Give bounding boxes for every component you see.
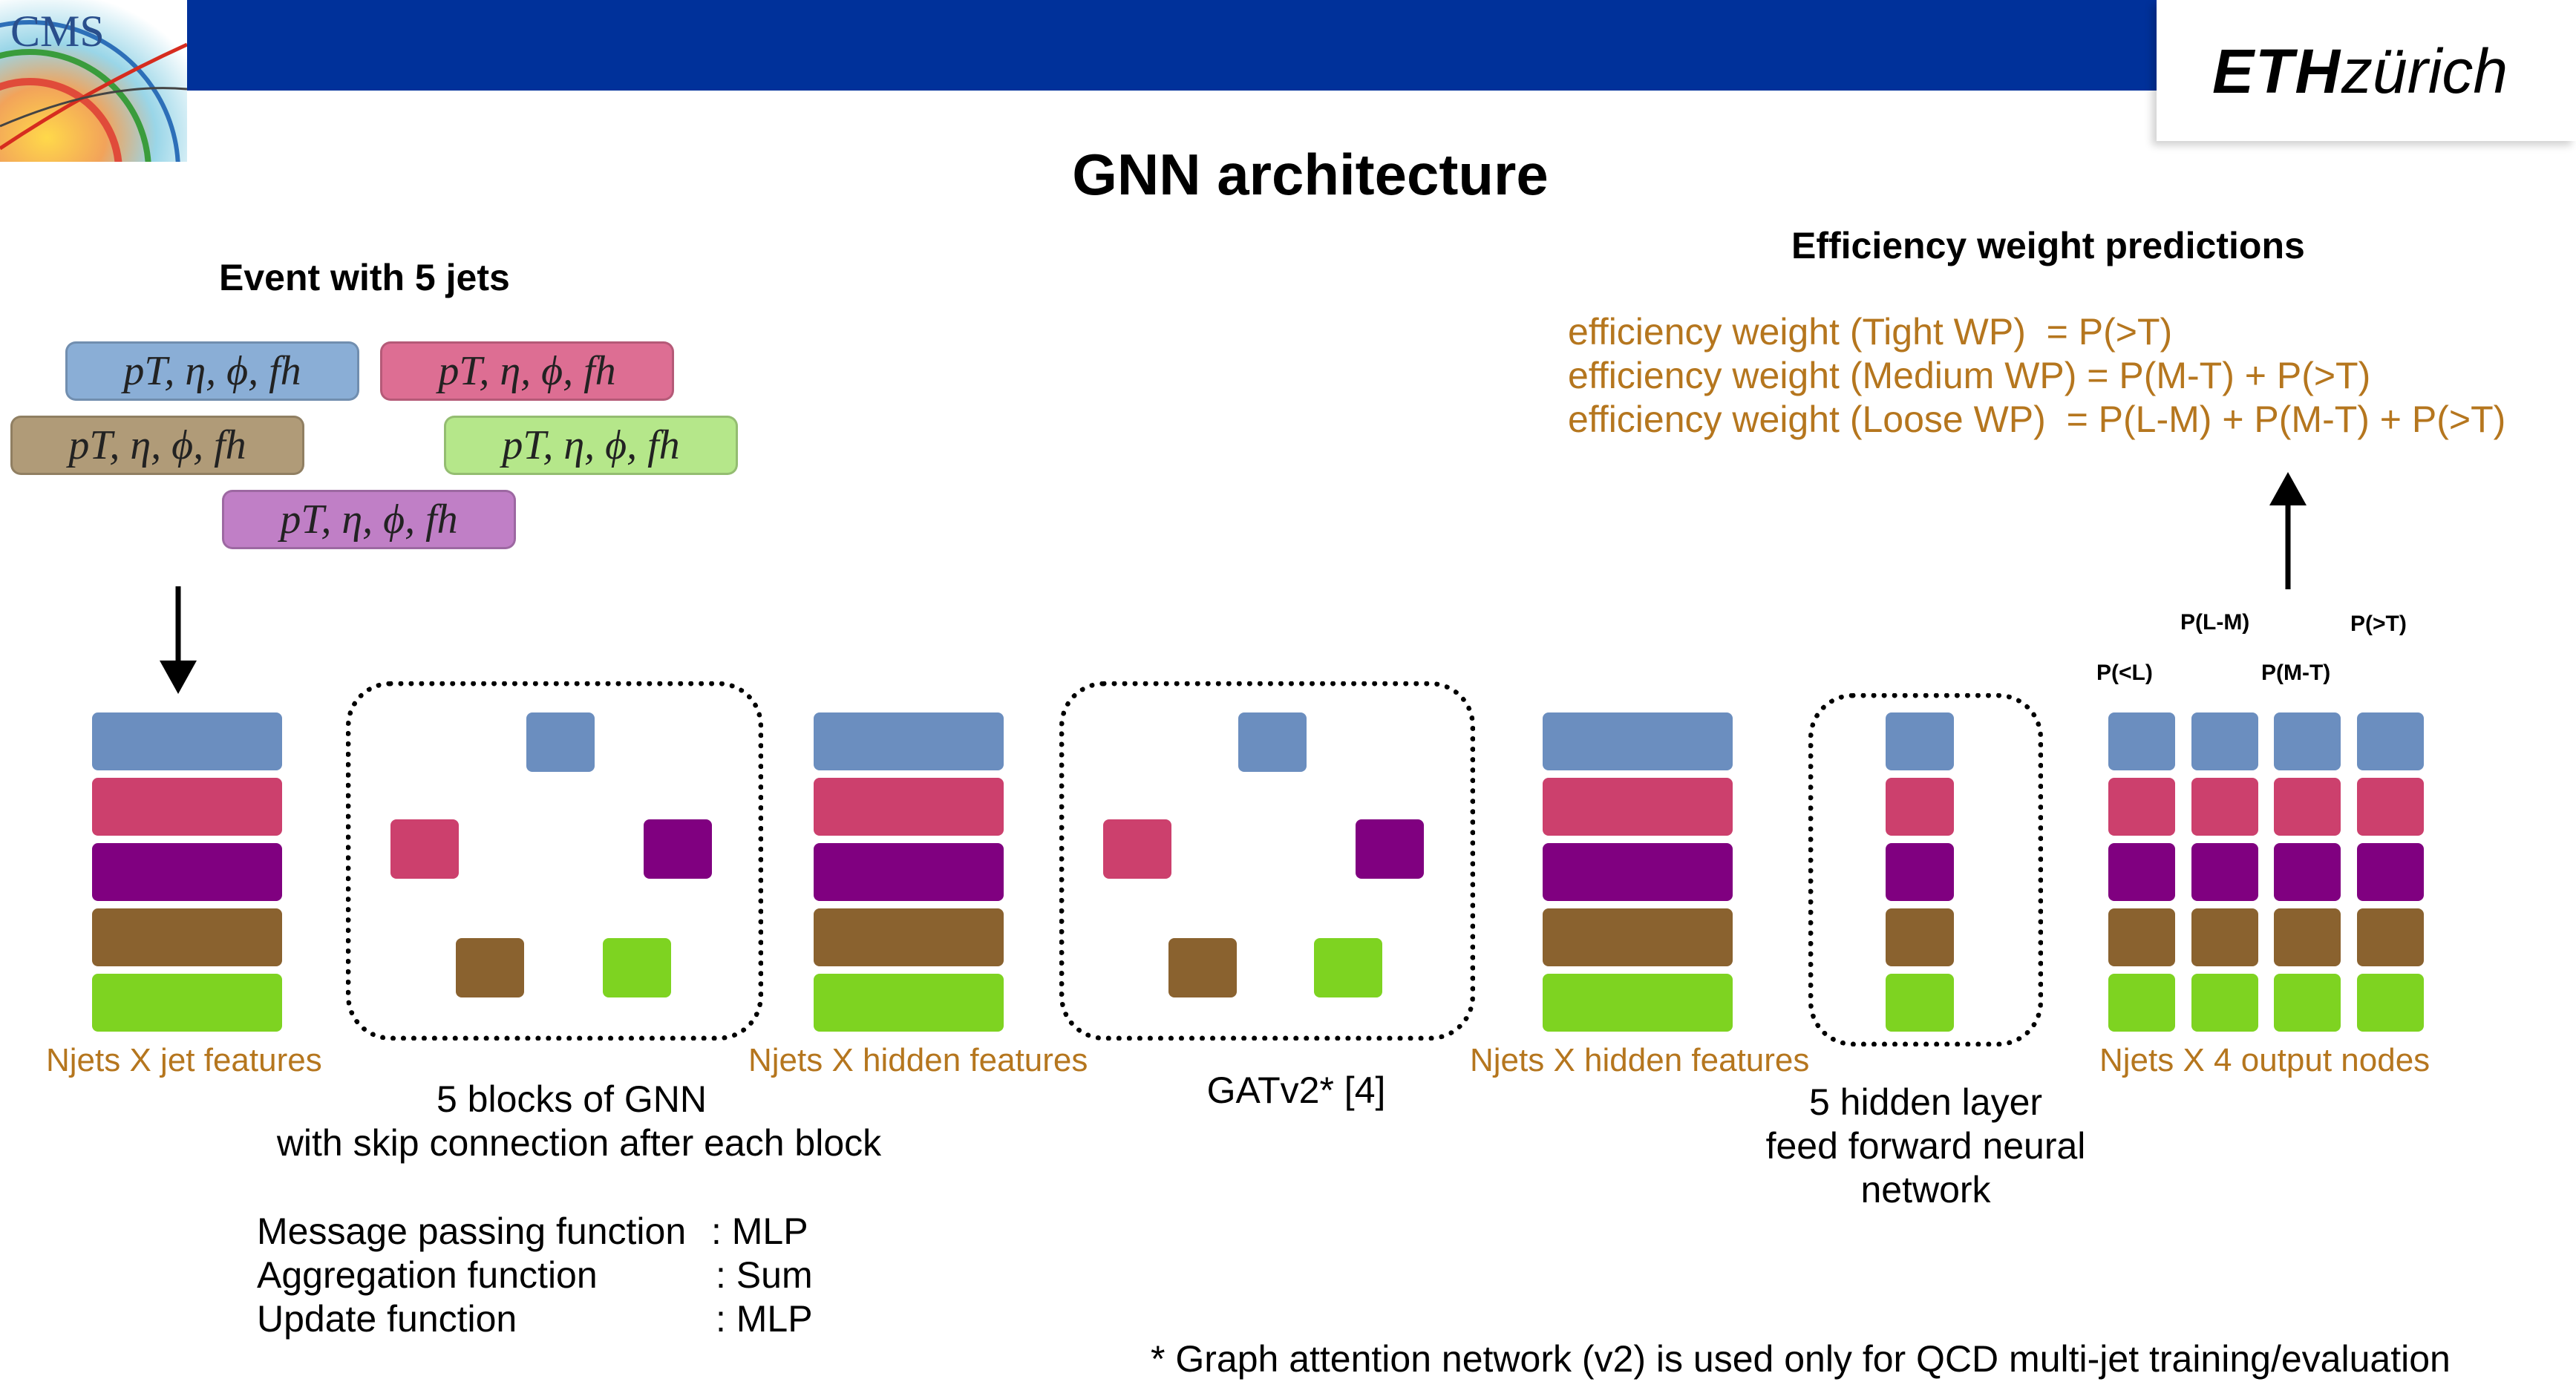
output-prob-label-0: P(<L) <box>2096 661 2153 685</box>
output-node <box>2357 908 2424 966</box>
ffnn-node-pink <box>1886 778 1954 836</box>
output-node <box>2274 712 2341 770</box>
output-node <box>2357 712 2424 770</box>
ffnn-description-line3: network <box>1860 1169 1991 1210</box>
output-node <box>2108 843 2175 901</box>
stack-bar-green <box>92 974 282 1032</box>
jet-feature-text: pT, η, ϕ, fh <box>123 348 301 394</box>
stack-bar-purple <box>814 843 1004 901</box>
jet-feature-box-blue: pT, η, ϕ, fh <box>65 341 359 401</box>
stack-bar-green <box>814 974 1004 1032</box>
hidden-features-label-2: Njets X hidden features <box>1470 1042 1810 1078</box>
stack-bar-brown <box>1543 908 1733 966</box>
output-node <box>2191 843 2258 901</box>
output-prob-label-2: P(M-T) <box>2261 661 2331 685</box>
efficiency-line-tight: efficiency weight (Tight WP) = P(>T) <box>1568 311 2173 353</box>
eth-logo-rest: zürich <box>2341 36 2508 106</box>
jet-feature-box-purple: pT, η, ϕ, fh <box>222 490 516 549</box>
stack-bar-pink <box>92 778 282 836</box>
output-node <box>2357 778 2424 836</box>
gnn-box <box>346 681 763 1041</box>
ffnn-node-green <box>1886 974 1954 1032</box>
function-name: Message passing function <box>257 1210 687 1252</box>
output-node <box>2357 974 2424 1032</box>
event-heading: Event with 5 jets <box>219 257 510 298</box>
efficiency-heading: Efficiency weight predictions <box>1791 225 2305 266</box>
function-value: : Sum <box>716 1254 813 1296</box>
gnn-description-line1: 5 blocks of GNN <box>436 1078 707 1120</box>
output-node <box>2191 712 2258 770</box>
output-node <box>2357 843 2424 901</box>
output-node <box>2108 712 2175 770</box>
gnn-description-line2: with skip connection after each block <box>276 1122 882 1164</box>
output-node <box>2274 908 2341 966</box>
output-node <box>2274 843 2341 901</box>
hidden-features-label-1: Njets X hidden features <box>748 1042 1088 1078</box>
stack-bar-purple <box>1543 843 1733 901</box>
cms-logo: CMS <box>0 0 187 162</box>
jet-feature-text: pT, η, ϕ, fh <box>280 497 458 543</box>
down-arrow-icon <box>160 586 197 694</box>
function-value: : MLP <box>711 1210 808 1252</box>
function-name: Update function <box>257 1298 517 1340</box>
function-name: Aggregation function <box>257 1254 598 1296</box>
graph-node-pink <box>390 819 459 879</box>
graph-node-purple <box>1356 819 1424 879</box>
output-node <box>2274 974 2341 1032</box>
stack-bar-blue <box>814 712 1004 770</box>
graph-node-blue <box>1238 712 1307 772</box>
stack-bar-blue <box>1543 712 1733 770</box>
output-node <box>2108 974 2175 1032</box>
stack-bar-pink <box>1543 778 1733 836</box>
graph-node-green <box>1314 938 1382 997</box>
jet-feature-box-pink: pT, η, ϕ, fh <box>380 341 674 401</box>
ffnn-node-brown <box>1886 908 1954 966</box>
header-bar <box>187 0 2174 91</box>
stack-bar-brown <box>92 908 282 966</box>
jet-feature-box-green: pT, η, ϕ, fh <box>444 416 738 475</box>
graph-node-brown <box>456 938 524 997</box>
jet-feature-text: pT, η, ϕ, fh <box>438 348 616 394</box>
page-title: GNN architecture <box>1072 142 1549 207</box>
output-node <box>2108 908 2175 966</box>
graph-node-pink <box>1103 819 1171 879</box>
output-prob-label-3: P(>T) <box>2350 612 2407 636</box>
output-prob-label-1: P(L-M) <box>2180 610 2250 635</box>
gatv2-label: GATv2* [4] <box>1206 1069 1386 1111</box>
cms-logo-text: CMS <box>10 7 105 56</box>
stack-bar-blue <box>92 712 282 770</box>
output-node <box>2191 778 2258 836</box>
up-arrow-icon <box>2269 472 2307 589</box>
stack-bar-brown <box>814 908 1004 966</box>
graph-node-purple <box>644 819 712 879</box>
jet-feature-text: pT, η, ϕ, fh <box>68 422 246 468</box>
stack-bar-green <box>1543 974 1733 1032</box>
stack-bar-purple <box>92 843 282 901</box>
efficiency-line-medium: efficiency weight (Medium WP) = P(M-T) +… <box>1568 355 2371 396</box>
ffnn-box <box>1808 693 2043 1046</box>
jet-feature-box-brown: pT, η, ϕ, fh <box>10 416 304 475</box>
output-node <box>2191 974 2258 1032</box>
graph-node-brown <box>1168 938 1237 997</box>
function-value: : MLP <box>716 1298 813 1340</box>
jet-features-label: Njets X jet features <box>46 1042 322 1078</box>
ffnn-node-purple <box>1886 843 1954 901</box>
ffnn-description-line1: 5 hidden layer <box>1808 1081 2043 1123</box>
graph-node-blue <box>526 712 595 772</box>
jet-feature-text: pT, η, ϕ, fh <box>502 422 680 468</box>
ffnn-description-line2: feed forward neural <box>1765 1125 2086 1167</box>
output-node <box>2191 908 2258 966</box>
output-node <box>2274 778 2341 836</box>
gatv2-box <box>1059 681 1475 1041</box>
eth-logo-bold: ETH <box>2212 36 2341 106</box>
cms-logo-graphic: CMS <box>0 0 187 162</box>
eth-logo: ETHzürich <box>2157 0 2576 141</box>
footnote: * Graph attention network (v2) is used o… <box>1151 1338 2451 1380</box>
ffnn-node-blue <box>1886 712 1954 770</box>
graph-node-green <box>603 938 671 997</box>
efficiency-line-loose: efficiency weight (Loose WP) = P(L-M) + … <box>1568 399 2506 440</box>
output-node <box>2108 778 2175 836</box>
stack-bar-pink <box>814 778 1004 836</box>
output-nodes-label: Njets X 4 output nodes <box>2099 1042 2430 1078</box>
